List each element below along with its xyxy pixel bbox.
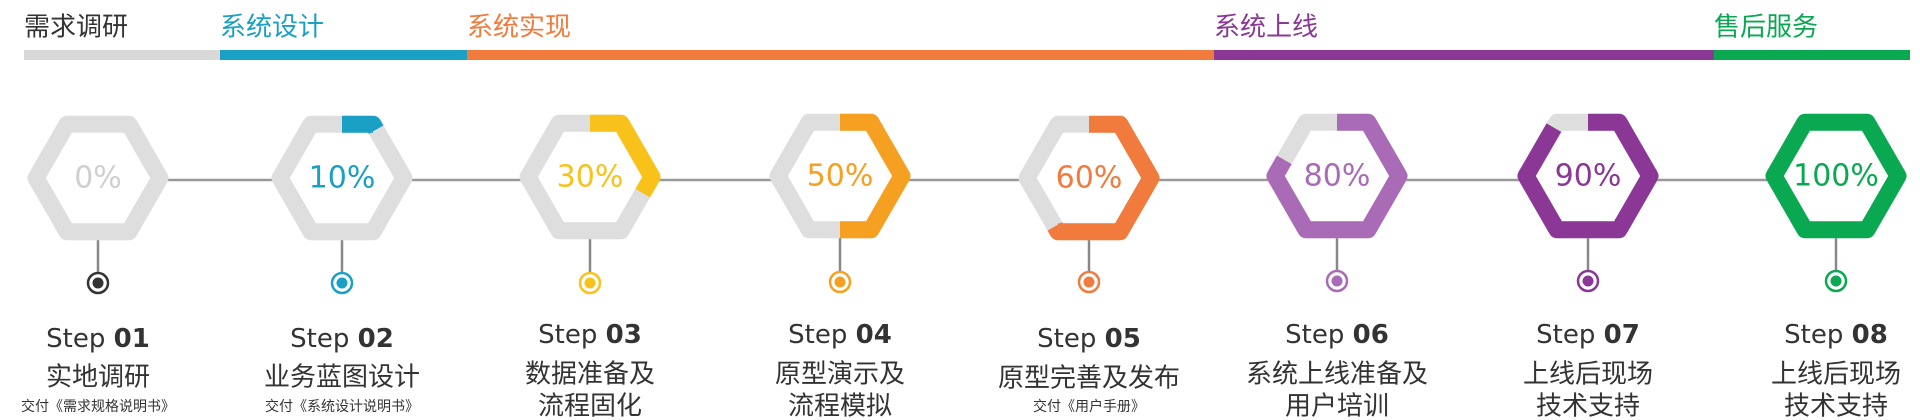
step-label: Step 01 xyxy=(46,324,150,354)
marker-dot xyxy=(1331,275,1343,287)
progress-arc xyxy=(1765,113,1907,239)
step-title: 业务蓝图设计 xyxy=(264,363,420,393)
progress-arc xyxy=(519,114,661,240)
phase-segment xyxy=(24,50,220,60)
step-label: Step 04 xyxy=(788,320,892,350)
progress-track xyxy=(27,115,169,241)
deliverable-note: 交付《用户手册》 xyxy=(1033,398,1145,415)
phase-label: 系统上线 xyxy=(1214,13,1318,43)
hex-background xyxy=(1774,122,1898,230)
deliverable-note: 交付《系统设计说明书》 xyxy=(265,398,419,415)
marker-dot xyxy=(92,277,104,289)
phase-label: 系统设计 xyxy=(220,13,324,43)
step-title: 原型演示及 xyxy=(775,360,905,390)
hex-background xyxy=(280,124,404,232)
hex-background xyxy=(1526,122,1650,230)
step-label: Step 08 xyxy=(1784,320,1888,350)
step-title: 流程模拟 xyxy=(788,392,892,420)
step-label: Step 07 xyxy=(1536,320,1640,350)
percent-label: 80% xyxy=(1304,159,1371,194)
step-label: Step 03 xyxy=(538,320,642,350)
step-title: 上线后现场 xyxy=(1523,360,1653,390)
marker-dot xyxy=(336,277,348,289)
step-title: 实地调研 xyxy=(46,363,150,393)
progress-arc xyxy=(1266,113,1408,239)
marker-dot xyxy=(584,277,596,289)
marker-dot xyxy=(834,276,846,288)
step-title: 系统上线准备及 xyxy=(1246,360,1428,390)
progress-arc xyxy=(1517,113,1659,239)
hex-background xyxy=(528,123,652,231)
percent-label: 50% xyxy=(807,159,874,194)
marker-dot xyxy=(1083,276,1095,288)
hex-background xyxy=(36,124,160,232)
percent-label: 100% xyxy=(1793,159,1879,194)
phase-label: 需求调研 xyxy=(24,13,128,43)
step-label: Step 05 xyxy=(1037,324,1141,354)
step-title: 技术支持 xyxy=(1784,392,1888,420)
step-title: 流程固化 xyxy=(538,392,642,420)
phase-segment xyxy=(467,50,1214,60)
percent-label: 30% xyxy=(557,160,624,195)
deliverable-note: 交付《需求规格说明书》 xyxy=(21,398,175,415)
step-title: 技术支持 xyxy=(1536,392,1640,420)
percent-label: 10% xyxy=(309,161,376,196)
hex-background xyxy=(1275,122,1399,230)
phase-label: 系统实现 xyxy=(467,13,571,43)
phase-segment xyxy=(1214,50,1714,60)
progress-track xyxy=(271,115,413,241)
step-label: Step 06 xyxy=(1285,320,1389,350)
phase-bar: 需求调研 系统设计 系统实现 系统上线 售后服务 xyxy=(24,13,1910,60)
phase-segment xyxy=(1714,50,1910,60)
phase-segment xyxy=(220,50,467,60)
marker-dot xyxy=(1582,275,1594,287)
phase-label: 售后服务 xyxy=(1714,13,1818,43)
step-title: 用户培训 xyxy=(1285,392,1389,420)
progress-arc xyxy=(769,113,911,239)
percent-label: 60% xyxy=(1056,161,1123,196)
progress-arc xyxy=(1018,115,1160,241)
hex-background xyxy=(778,122,902,230)
step-title: 原型完善及发布 xyxy=(998,364,1180,394)
percent-label: 90% xyxy=(1555,159,1622,194)
step-title: 数据准备及 xyxy=(525,360,655,390)
marker-dot xyxy=(1830,275,1842,287)
percent-label: 0% xyxy=(74,161,122,196)
hex-background xyxy=(1027,124,1151,232)
step-label: Step 02 xyxy=(290,324,394,354)
step-title: 上线后现场 xyxy=(1771,360,1901,390)
